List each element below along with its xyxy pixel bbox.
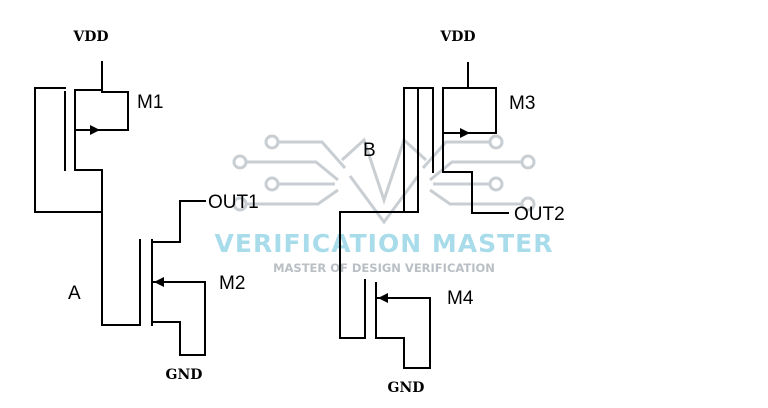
out1-label: OUT1 — [208, 192, 259, 213]
pmos-arrow-m3 — [460, 128, 470, 138]
watermark-subtitle: MASTER OF DESIGN VERIFICATION — [273, 261, 495, 275]
nmos-arrow-m2 — [154, 277, 164, 287]
a-label: A — [68, 283, 81, 304]
transistor-m1 — [64, 61, 129, 211]
nmos-arrow-m4 — [378, 293, 388, 303]
circuit-a: VDD M1 OUT1 A M2 GND — [34, 29, 259, 383]
m4-label: M4 — [447, 288, 474, 309]
watermark-logo — [232, 134, 536, 225]
transistor-m3 — [432, 62, 509, 214]
vdd-label-b: VDD — [439, 29, 475, 45]
m1-label: M1 — [137, 92, 163, 113]
transistor-m2 — [139, 200, 206, 356]
m3-label: M3 — [509, 93, 535, 114]
b-label: B — [363, 140, 376, 161]
gnd-label-a: GND — [166, 367, 203, 383]
transistor-m4 — [364, 279, 431, 369]
pmos-arrow-m1 — [90, 125, 100, 135]
gate-wire-a — [34, 87, 141, 326]
m2-label: M2 — [219, 273, 245, 294]
out2-label: OUT2 — [514, 204, 565, 225]
gnd-label-b: GND — [388, 380, 425, 396]
watermark: VERIFICATION MASTER MASTER OF DESIGN VER… — [215, 134, 554, 275]
watermark-title: VERIFICATION MASTER — [215, 229, 554, 258]
vdd-label-a: VDD — [72, 29, 108, 45]
circuit-b: VDD B M3 OUT2 M4 GND — [339, 29, 565, 396]
